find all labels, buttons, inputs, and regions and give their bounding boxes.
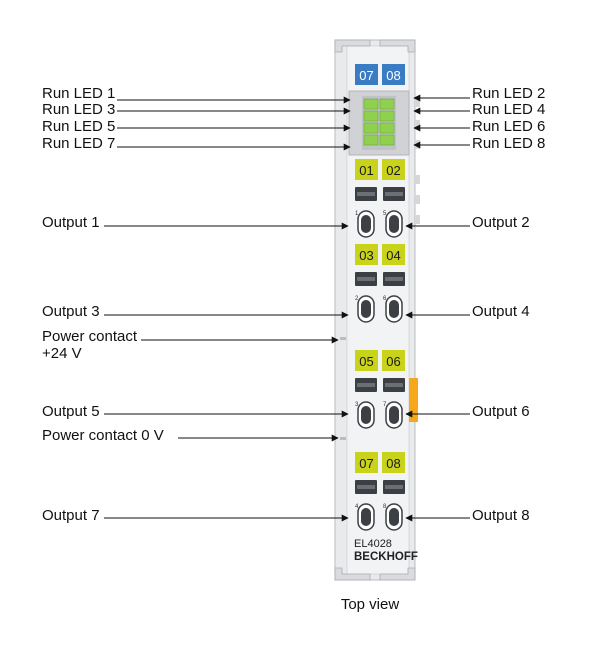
- run-leds: [363, 98, 395, 146]
- label-run-led-5: Run LED 5: [42, 118, 116, 135]
- label-power-0v: Power contact 0 V: [42, 427, 164, 444]
- label-output-5: Output 5: [42, 403, 100, 420]
- pin-number: 7: [383, 402, 387, 408]
- power-contact-orange: [409, 378, 418, 422]
- top-labels: 07 08: [355, 64, 405, 85]
- channel-label-04: 04: [386, 248, 400, 263]
- terminal-group-2: 03 04 2 6: [355, 244, 405, 323]
- top-label-left: 07: [359, 68, 373, 83]
- pin-number: 4: [355, 504, 359, 510]
- pin-number: 6: [383, 296, 387, 302]
- run-led-3: [363, 110, 379, 122]
- pin-number: 2: [355, 296, 359, 302]
- label-output-1: Output 1: [42, 214, 100, 231]
- label-run-led-1: Run LED 1: [42, 85, 116, 102]
- caption: Top view: [340, 596, 400, 613]
- label-run-led-4: Run LED 4: [472, 101, 546, 118]
- led-window: [348, 90, 410, 156]
- channel-label-08: 08: [386, 456, 400, 471]
- channel-label-bg: [355, 350, 378, 371]
- label-run-led-8: Run LED 8: [472, 135, 546, 152]
- label-power-24v-line1: Power contact: [42, 328, 138, 345]
- run-led-4: [379, 110, 395, 122]
- pin-number: 1: [355, 211, 359, 217]
- label-output-6: Output 6: [472, 403, 530, 420]
- terminal-group-1: 01 02 1 5: [355, 159, 405, 238]
- pin-number: 3: [355, 402, 359, 408]
- channel-label-02: 02: [386, 163, 400, 178]
- run-led-1: [363, 98, 379, 110]
- brand-logo: BECKHOFF: [354, 551, 418, 563]
- model-number: EL4028: [354, 538, 392, 550]
- leader-lines: [104, 94, 470, 522]
- label-output-2: Output 2: [472, 214, 530, 231]
- label-run-led-2: Run LED 2: [472, 85, 546, 102]
- terminal-groups: 01 02 1 5 03 04 2 6 05 06 3 7 07 08 4 8: [355, 159, 405, 531]
- terminal-group-4: 07 08 4 8: [355, 452, 405, 531]
- top-label-right: 08: [386, 68, 400, 83]
- channel-label-bg: [355, 159, 378, 180]
- label-run-led-6: Run LED 6: [472, 118, 546, 135]
- label-output-3: Output 3: [42, 303, 100, 320]
- channel-label-bg: [382, 159, 405, 180]
- run-led-6: [379, 122, 395, 134]
- run-led-5: [363, 122, 379, 134]
- pin-number: 5: [383, 211, 387, 217]
- channel-label-bg: [355, 244, 378, 265]
- label-run-led-3: Run LED 3: [42, 101, 116, 118]
- terminal-group-3: 05 06 3 7: [355, 350, 405, 429]
- run-led-2: [379, 98, 395, 110]
- channel-label-06: 06: [386, 354, 400, 369]
- channel-label-bg: [382, 244, 405, 265]
- channel-label-07: 07: [359, 456, 373, 471]
- run-led-8: [379, 134, 395, 146]
- channel-label-bg: [382, 350, 405, 371]
- channel-label-03: 03: [359, 248, 373, 263]
- run-led-7: [363, 134, 379, 146]
- label-power-24v-line2: +24 V: [42, 345, 82, 362]
- channel-label-01: 01: [359, 163, 373, 178]
- channel-label-05: 05: [359, 354, 373, 369]
- channel-label-bg: [382, 452, 405, 473]
- label-output-7: Output 7: [42, 507, 100, 524]
- pin-number: 8: [383, 504, 387, 510]
- label-run-led-7: Run LED 7: [42, 135, 116, 152]
- label-output-8: Output 8: [472, 507, 530, 524]
- label-output-4: Output 4: [472, 303, 530, 320]
- channel-label-bg: [355, 452, 378, 473]
